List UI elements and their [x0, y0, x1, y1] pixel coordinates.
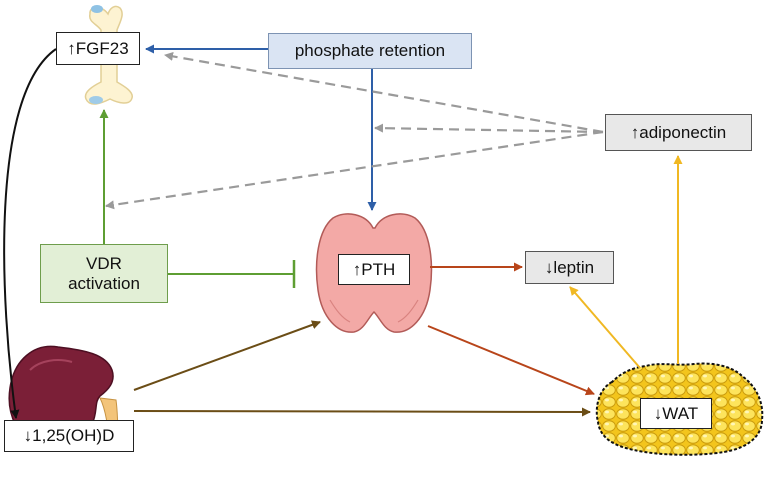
fgf23-node: ↑FGF23	[56, 32, 140, 65]
arrow-pth-to-wat	[427, 325, 595, 396]
phosphate-retention-label: phosphate retention	[294, 41, 446, 61]
pth-node: ↑PTH	[338, 254, 410, 285]
adiponectin-node: ↑adiponectin	[605, 114, 752, 151]
pth-label: ↑PTH	[352, 259, 396, 279]
fgf23-label: ↑FGF23	[67, 38, 129, 58]
arrow-adiponectin-to-vdr	[105, 130, 604, 210]
adiponectin-label: ↑adiponectin	[630, 122, 727, 142]
arrow-vitd-to-wat	[133, 407, 591, 417]
wat-label: ↓WAT	[653, 403, 699, 423]
vdr-label-line2: activation	[68, 273, 140, 293]
leptin-label: ↓leptin	[544, 257, 595, 277]
arrow-wat-to-leptin	[569, 286, 641, 369]
arrow-adiponectin-to-phosphate-pth	[374, 123, 604, 134]
arrow-fgf23-to-vitd	[3, 48, 57, 419]
wat-node: ↓WAT	[640, 398, 712, 429]
vitamin-d-node: ↓1,25(OH)D	[4, 420, 134, 452]
arrow-vitd-to-pth	[133, 320, 321, 391]
arrow-adiponectin-to-fgf23	[164, 51, 604, 134]
vitamin-d-label: ↓1,25(OH)D	[23, 426, 115, 446]
phosphate-retention-node: phosphate retention	[268, 33, 472, 69]
vdr-label-line1: VDR	[86, 253, 122, 273]
vdr-activation-node: VDR activation	[40, 244, 168, 303]
leptin-node: ↓leptin	[525, 251, 614, 284]
